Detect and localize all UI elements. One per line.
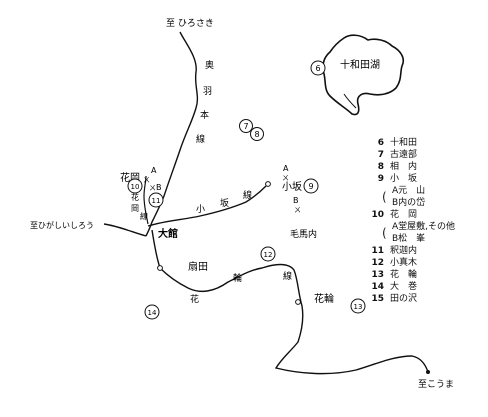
marker-12-label: 12 xyxy=(264,251,273,259)
legend-num: 9 xyxy=(377,174,384,184)
marker-10: 10 xyxy=(127,178,143,194)
marker-13: 13 xyxy=(350,298,366,314)
hanawa-station xyxy=(295,299,301,305)
hanawa-line-label-3: 線 xyxy=(283,270,292,282)
destination-higashi-shiroishi: 至ひがしいしろう xyxy=(30,220,94,230)
marker-6-label: 6 xyxy=(315,64,320,73)
legend-name: 釈迦内 xyxy=(390,246,418,256)
legend-name: 十和田 xyxy=(390,138,418,148)
legend-name: 相 内 xyxy=(390,162,418,172)
place-lake-towada: 十和田湖 xyxy=(340,58,380,71)
marker-9-label: 9 xyxy=(308,182,313,191)
marker-12: 12 xyxy=(260,246,276,262)
kosaka-line-label-2: 坂 xyxy=(220,198,229,209)
legend-num: 6 xyxy=(377,138,384,148)
destination-kouma: 至こうま xyxy=(418,379,454,390)
legend-sub-b: B内の岱 xyxy=(392,198,426,208)
legend-name: 花 輪 xyxy=(390,270,418,280)
hanaoka-mine-b-label: B xyxy=(156,183,162,192)
marker-9: 9 xyxy=(303,178,319,194)
legend-name: 小 坂 xyxy=(390,174,418,184)
legend-name: 花 岡 xyxy=(390,210,418,220)
kosaka-mine-b-label: B xyxy=(293,196,299,205)
legend-name: 田の沢 xyxy=(390,294,418,304)
marker-11-label: 11 xyxy=(152,197,161,205)
westward-line xyxy=(103,223,147,237)
kouma-station xyxy=(426,370,430,374)
hanaoka-line-label-2: 岡 xyxy=(131,204,139,213)
hanaoka-line-label-1: 花 xyxy=(131,192,139,202)
legend-name: 小真木 xyxy=(390,258,418,268)
legend-name: 大 巻 xyxy=(390,282,418,292)
place-odate: 大館 xyxy=(158,227,178,240)
lake-towada-outline xyxy=(322,34,405,116)
legend-name: 古遠部 xyxy=(390,150,418,160)
place-kemanai: 毛馬内 xyxy=(290,228,317,240)
legend-num: 11 xyxy=(371,246,384,256)
lake-peninsula xyxy=(343,93,357,109)
marker-7: 7 xyxy=(239,119,253,133)
hanawa-line xyxy=(151,229,429,375)
legend: 6 十和田 7 古遠部 8 相 内 9 小 坂 ( A元 山 B内の岱 10 花… xyxy=(362,137,486,304)
marker-14: 14 xyxy=(144,304,160,320)
hanaoka-mine-b-icon: ㄨ xyxy=(149,184,156,192)
marker-8: 8 xyxy=(250,127,264,141)
legend-sub-b: B松 峯 xyxy=(392,234,426,244)
legend-bracket: ( xyxy=(382,226,387,240)
hanawa-line-label-1: 花 xyxy=(190,293,199,305)
place-hanawa: 花輪 xyxy=(314,292,334,305)
hanaoka-mine-a-icon: ㄨ xyxy=(143,176,150,184)
legend-num: 10 xyxy=(371,210,384,220)
marker-8-label: 8 xyxy=(254,130,259,139)
marker-11: 11 xyxy=(148,192,164,208)
ogita-station xyxy=(157,265,163,271)
legend-num: 7 xyxy=(377,150,384,160)
legend-num: 14 xyxy=(371,282,384,292)
legend-sub-a: A堂屋敷,その他 xyxy=(392,222,456,232)
marker-7-label: 7 xyxy=(243,122,248,131)
place-ogita: 扇田 xyxy=(188,260,208,273)
legend-num: 8 xyxy=(377,162,384,172)
legend-num: 15 xyxy=(371,294,384,304)
ou-line-label-4: 線 xyxy=(196,133,205,145)
legend-sub-a: A元 山 xyxy=(392,186,426,196)
marker-10-label: 10 xyxy=(131,183,140,191)
marker-6: 6 xyxy=(310,60,326,76)
kosaka-terminal xyxy=(265,181,271,187)
kosaka-mine-a-label: A xyxy=(283,164,289,173)
kosaka-mine-b-icon: ㄨ xyxy=(294,206,301,214)
marker-14-label: 14 xyxy=(148,309,157,317)
kosaka-line xyxy=(147,185,267,227)
ou-line-label-3: 本 xyxy=(200,109,209,121)
legend-num: 12 xyxy=(371,258,384,268)
hanawa-line-label-2: 輪 xyxy=(233,272,242,284)
ou-main-line xyxy=(145,31,199,237)
marker-13-label: 13 xyxy=(354,303,363,311)
hanaoka-mine-a-label: A xyxy=(151,166,157,175)
hanaoka-line-label-3: 線 xyxy=(140,211,148,221)
hanaoka-line xyxy=(143,175,149,225)
destination-hirosaki: 至 ひろさき xyxy=(166,18,214,29)
place-kosaka: 小坂 xyxy=(282,181,302,193)
legend-num: 13 xyxy=(371,270,384,280)
kosaka-mine-a-icon: ㄨ xyxy=(282,174,289,182)
kosaka-line-label-1: 小 xyxy=(196,204,205,215)
ou-line-label-2: 羽 xyxy=(203,86,212,97)
kosaka-line-label-3: 線 xyxy=(243,189,252,201)
ou-line-label-1: 奥 xyxy=(205,59,214,71)
legend-bracket: ( xyxy=(382,190,387,204)
